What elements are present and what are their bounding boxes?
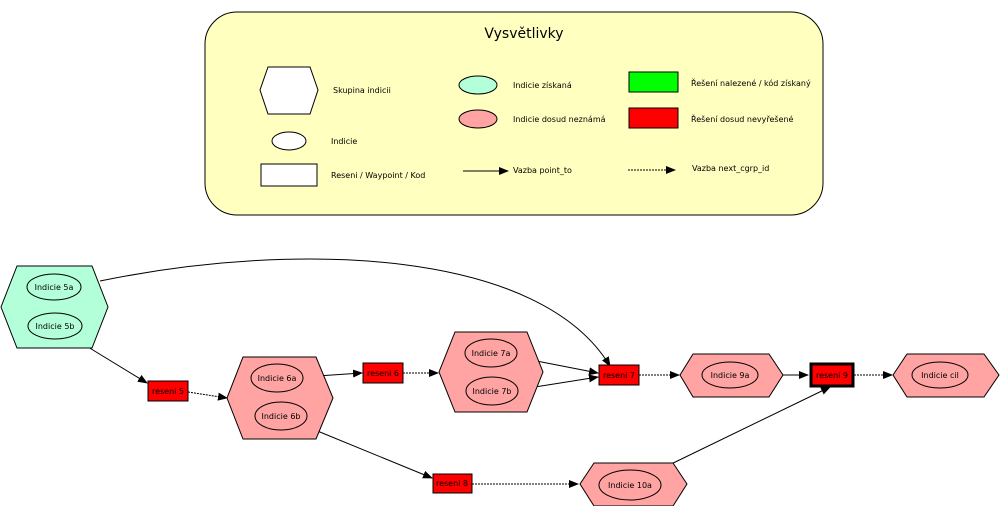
- legend-next-label: Vazba next_cgrp_id: [692, 164, 769, 173]
- group-6: Indicie 6a Indicie 6b: [226, 356, 334, 440]
- legend-title: Vysvětlivky: [484, 26, 563, 42]
- legend-group-label: Skupina indicii: [333, 86, 391, 95]
- group-7: Indicie 7a Indicie 7b: [438, 331, 544, 413]
- solution-7[interactable]: [598, 364, 640, 386]
- legend-found-label: Indicie získaná: [513, 81, 572, 90]
- edges: [87, 258, 893, 488]
- clue-cil-label: Indicie cil: [921, 371, 959, 380]
- group-10: Indicie 10a: [579, 462, 688, 506]
- group-9: Indicie 9a: [679, 353, 784, 398]
- legend-point-to-label: Vazba point_to: [513, 166, 572, 175]
- clue-cil[interactable]: [911, 361, 969, 389]
- solution-5[interactable]: [147, 380, 189, 402]
- clue-7a-label: Indicie 7a: [472, 349, 511, 358]
- edge-5a-to-reseni7: [99, 258, 611, 367]
- edge-6b-to-reseni8: [314, 429, 433, 479]
- edge-5b-to-reseni5: [87, 346, 148, 384]
- clue-10a[interactable]: [598, 469, 662, 501]
- clue-5b-label: Indicie 5b: [36, 322, 75, 331]
- solution-6-label: reseni 6: [367, 369, 399, 378]
- solution-5-label: reseni 5: [152, 387, 184, 396]
- legend-clue-label: Indicie: [331, 137, 357, 146]
- legend-solved-rect: [628, 71, 679, 93]
- legend-solution-label: Reseni / Waypoint / Kod: [331, 171, 425, 180]
- legend-rect-shape: [260, 163, 318, 187]
- legend-solved-label: Řešení nalezené / kód získaný: [691, 78, 811, 88]
- legend-unsolved-rect: [628, 107, 679, 129]
- solution-9[interactable]: [809, 362, 855, 388]
- clue-5a-label: Indicie 5a: [35, 283, 74, 292]
- clue-5b[interactable]: [27, 312, 83, 340]
- clue-6a[interactable]: [250, 363, 304, 393]
- legend-hexagon-shape: [259, 66, 319, 115]
- clue-7b[interactable]: [465, 376, 519, 406]
- group-5: Indicie 5a Indicie 5b: [0, 265, 109, 349]
- clue-6b[interactable]: [254, 401, 308, 431]
- legend-panel: [204, 11, 824, 216]
- solution-6[interactable]: [362, 362, 404, 384]
- clue-9a-label: Indicie 9a: [711, 371, 750, 380]
- legend-unsolved-label: Řešení dosud nevyřešené: [691, 114, 794, 124]
- edge-10a-to-reseni9: [664, 386, 831, 468]
- legend-unknown-label: Indicie dosud neznámá: [513, 115, 606, 124]
- solutions: reseni 5 reseni 6 reseni 7 reseni 8 rese…: [147, 362, 855, 494]
- clue-5a[interactable]: [26, 273, 82, 301]
- solution-7-label: reseni 7: [603, 371, 635, 380]
- legend: Vysvětlivky Skupina indicii Indicie Rese…: [204, 11, 824, 216]
- legend-found-ellipse: [458, 75, 498, 95]
- clue-6a-label: Indicie 6a: [258, 374, 297, 383]
- clue-6b-label: Indicie 6b: [262, 412, 301, 421]
- clue-7b-label: Indicie 7b: [473, 387, 512, 396]
- legend-unknown-ellipse: [458, 109, 498, 129]
- clue-7a[interactable]: [464, 338, 518, 368]
- legend-ellipse-shape: [271, 131, 307, 151]
- clue-9a[interactable]: [701, 361, 759, 389]
- edge-reseni5-to-group6: [187, 391, 228, 401]
- solution-8-label: reseni 8: [436, 479, 468, 488]
- solution-8[interactable]: [432, 473, 473, 494]
- clue-10a-label: Indicie 10a: [608, 481, 652, 490]
- group-cil: Indicie cil: [892, 353, 1000, 398]
- solution-9-label: reseni 9: [816, 371, 848, 380]
